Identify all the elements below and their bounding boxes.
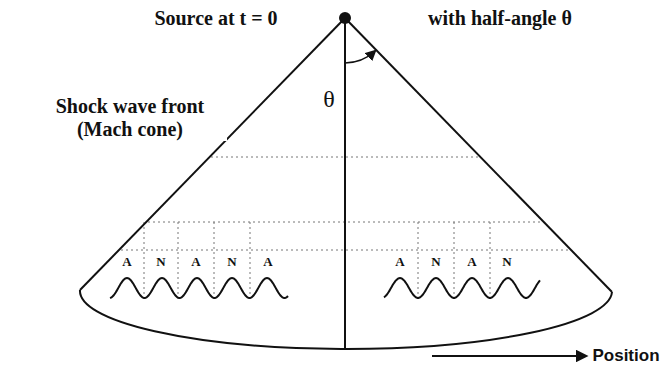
axis-label: Position — [590, 346, 661, 366]
antinode-label: A — [120, 255, 133, 270]
angle-arc — [345, 51, 375, 63]
wave-curve — [110, 278, 288, 298]
antinode-label: A — [261, 255, 274, 270]
cone-edge — [80, 18, 345, 290]
shock-front-label: Shock wave front (Mach cone) — [33, 95, 227, 141]
dotted-guide — [250, 222, 251, 300]
dotted-guide — [418, 222, 419, 300]
dotted-guide — [144, 222, 145, 300]
position-axis-arrow — [432, 355, 586, 357]
node-label: N — [500, 255, 513, 270]
cone-outline — [80, 18, 612, 356]
dotted-guide — [454, 222, 455, 300]
antinode-label: A — [393, 255, 406, 270]
angle-symbol: θ — [321, 86, 337, 114]
angle-note: with half-angle θ — [426, 7, 574, 30]
cone-axis — [344, 18, 346, 348]
antinode-label: A — [189, 255, 202, 270]
antinode-label: A — [465, 255, 478, 270]
dotted-guide — [490, 222, 491, 300]
node-label: N — [154, 255, 167, 270]
dotted-guide — [214, 222, 215, 300]
wave-curve — [384, 278, 540, 298]
node-label: N — [429, 255, 442, 270]
node-label: N — [225, 255, 238, 270]
source-dot — [339, 12, 351, 24]
source-label: Source at t = 0 — [152, 7, 279, 30]
standing-waves — [110, 278, 540, 298]
cone-edge — [345, 18, 612, 292]
dotted-guide — [178, 222, 179, 300]
